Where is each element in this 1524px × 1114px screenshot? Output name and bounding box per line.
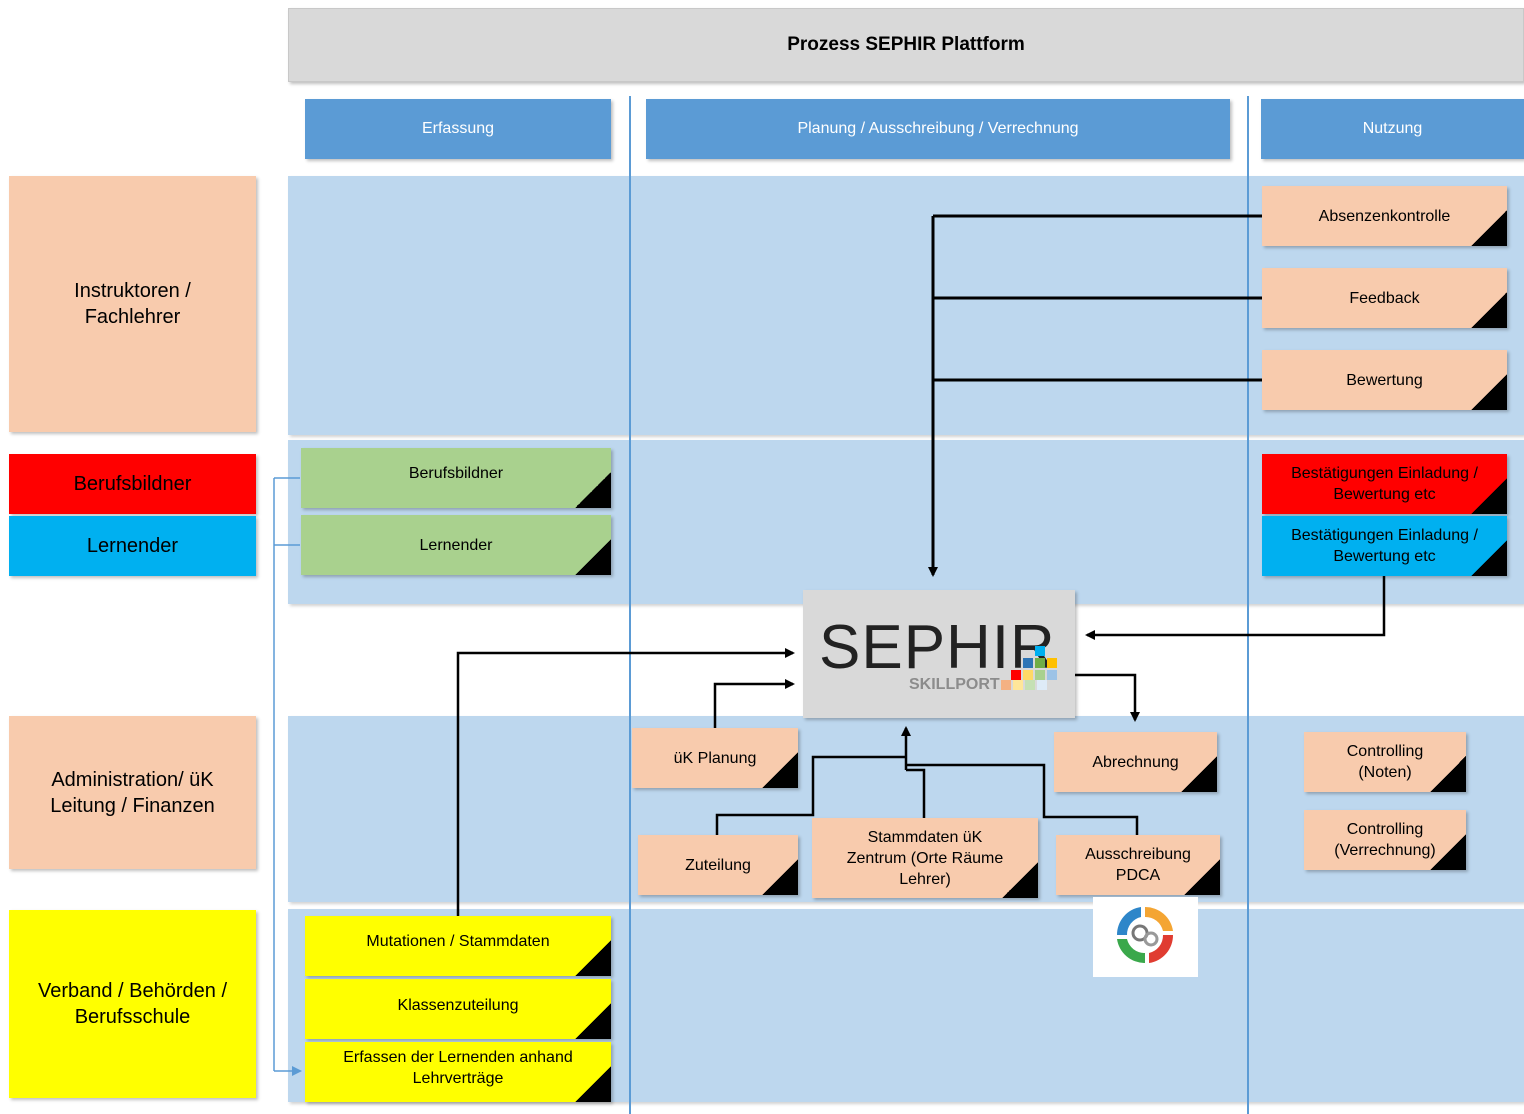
role-instruktoren: Instruktoren / Fachlehrer [9, 176, 256, 432]
box-klassenzuteilung: Klassenzuteilung [305, 979, 611, 1039]
logo-square [1025, 680, 1035, 690]
box-zuteilung: Zuteilung [638, 835, 798, 895]
box-erfassen-lernende: Erfassen der Lernenden anhand Lehrverträ… [305, 1042, 611, 1102]
page-title: Prozess SEPHIR Plattform [288, 8, 1524, 82]
logo-square [1013, 680, 1023, 690]
box-stammdaten: Stammdaten üK Zentrum (Orte Räume Lehrer… [812, 818, 1038, 898]
box-controlling-verrechnung: Controlling (Verrechnung) [1304, 810, 1466, 870]
role-lernender: Lernender [9, 516, 256, 576]
role-berufsbildner: Berufsbildner [9, 454, 256, 514]
column-header-erfassung: Erfassung [305, 99, 611, 159]
pdca-cycle-icon [1093, 897, 1198, 977]
column-separator-left [629, 96, 631, 1114]
logo-square [1047, 658, 1057, 668]
logo-square [1011, 670, 1021, 680]
logo-subtitle: SKILLPORT [909, 676, 1000, 693]
logo-square [1037, 680, 1047, 690]
box-absenzenkontrolle: Absenzenkontrolle [1262, 186, 1507, 246]
sephir-skillport-logo: SEPHIR SKILLPORT [803, 590, 1075, 718]
logo-square [1035, 670, 1045, 680]
logo-square [1023, 658, 1033, 668]
box-bewertung: Bewertung [1262, 350, 1507, 410]
connector-sephir-to-abrechnung [1075, 673, 1140, 722]
box-lernender: Lernender [301, 515, 611, 575]
role-verband: Verband / Behörden / Berufsschule [9, 910, 256, 1098]
box-bestaetigungen-lernender: Bestätigungen Einladung / Bewertung etc [1262, 516, 1507, 576]
logo-square [1035, 658, 1045, 668]
box-berufsbildner: Berufsbildner [301, 448, 611, 508]
box-controlling-noten: Controlling (Noten) [1304, 732, 1466, 792]
logo-square [1035, 646, 1045, 656]
logo-square [1001, 680, 1011, 690]
box-mutationen-stammdaten: Mutationen / Stammdaten [305, 916, 611, 976]
column-header-nutzung: Nutzung [1261, 99, 1524, 159]
column-header-planung: Planung / Ausschreibung / Verrechnung [646, 99, 1230, 159]
logo-square [1047, 670, 1057, 680]
role-administration: Administration/ üK Leitung / Finanzen [9, 716, 256, 869]
box-uk-planung: üK Planung [632, 728, 798, 788]
box-feedback: Feedback [1262, 268, 1507, 328]
column-separator-right [1247, 96, 1249, 1114]
logo-square [1023, 670, 1033, 680]
box-bestaetigungen-berufsbildner: Bestätigungen Einladung / Bewertung etc [1262, 454, 1507, 514]
box-ausschreibung-pdca: Ausschreibung PDCA [1056, 835, 1220, 895]
box-abrechnung: Abrechnung [1054, 732, 1217, 792]
